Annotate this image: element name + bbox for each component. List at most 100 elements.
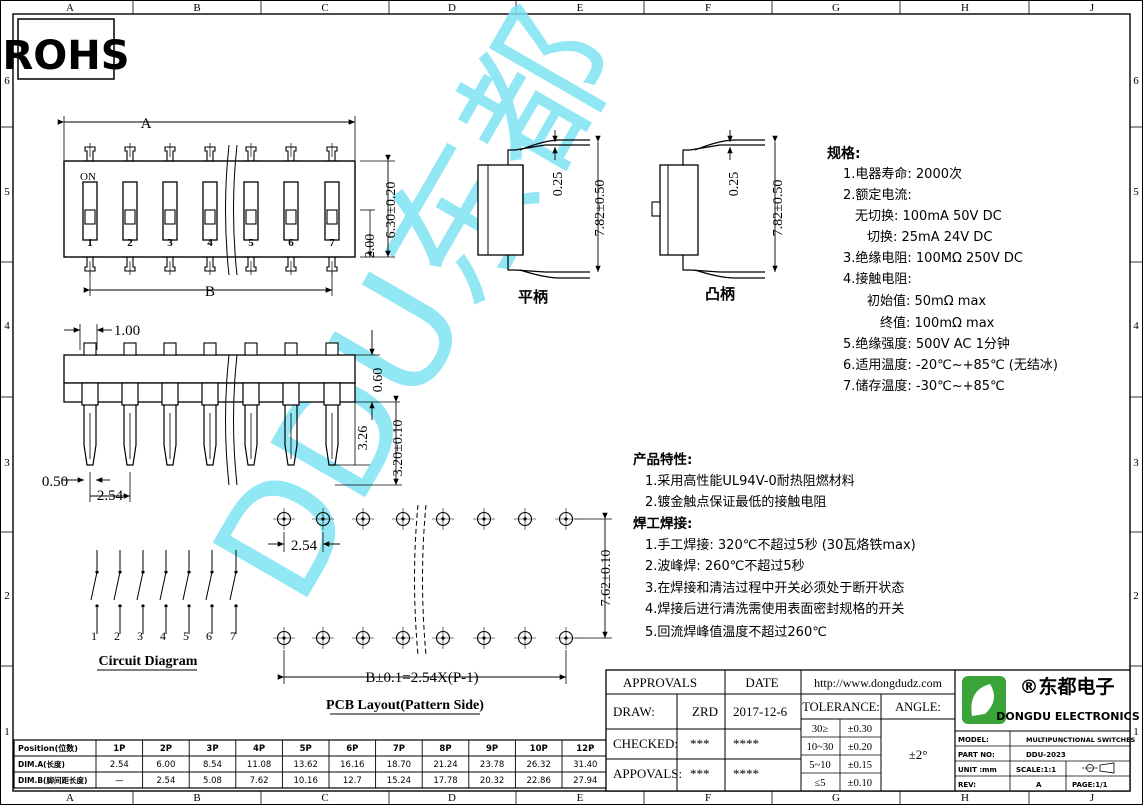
zone-row-label-left: 5	[4, 186, 10, 198]
zone-col-label-top: J	[1090, 2, 1095, 14]
solder-line: 4.焊接后进行清洗需使用表面密封规格的开关	[645, 601, 904, 617]
actuator-cap	[83, 342, 97, 356]
solder-title: 焊工焊接:	[633, 515, 692, 532]
table-cell: 10.16	[294, 776, 318, 786]
tb-rev-value: A	[1036, 781, 1042, 789]
table-header-cell: 3P	[206, 744, 218, 754]
rohs-mark: ROHS	[2, 33, 129, 79]
switch-slot	[202, 181, 218, 241]
spec-line: 7.储存温度: -30℃~+85℃	[843, 378, 1005, 394]
table-header-cell: 9P	[486, 744, 498, 754]
table-cell: 2.54	[110, 760, 129, 770]
flat-handle-view: 0.25 7.82±0.50 平柄	[477, 130, 608, 306]
switch-slot	[162, 181, 178, 241]
flat-dim-025: 0.25	[551, 172, 566, 197]
tb-angle: ANGLE:	[895, 700, 941, 714]
flat-dim-782: 7.82±0.50	[593, 180, 608, 237]
tb-tolerance: TOLERANCE:	[802, 700, 880, 714]
tb-url: http://www.dongdudz.com	[814, 676, 943, 690]
zone-col-label-top: E	[577, 2, 584, 14]
zone-col-label-bottom: C	[321, 792, 328, 804]
table-cell: 21.24	[433, 760, 457, 770]
tolerance-value: ±0.15	[848, 760, 872, 771]
tb-scale: SCALE:1:1	[1016, 766, 1056, 774]
dim-a-label: A	[141, 116, 152, 132]
tb-checked-label: CHECKED:	[613, 736, 678, 751]
tb-rev-label: REV:	[958, 781, 976, 789]
table-cell: 12.7	[343, 776, 362, 786]
features-title: 产品特性:	[633, 451, 692, 468]
zone-col-label-top: C	[321, 2, 328, 14]
table-cell: 5.08	[203, 776, 222, 786]
circuit-number: 1	[91, 629, 97, 643]
tb-part-label: PART NO:	[958, 751, 995, 759]
switch-number: 6	[288, 237, 294, 249]
table-cell: 11.08	[247, 760, 271, 770]
circuit-number: 5	[183, 629, 189, 643]
dim-height-label: 6.30±0.20	[384, 182, 399, 239]
table-cell: 31.40	[573, 760, 597, 770]
raised-handle-view: 0.25 7.82±0.50 凸柄	[651, 130, 786, 303]
zone-row-label-right: 3	[1133, 457, 1139, 469]
zone-col-label-bottom: A	[66, 792, 74, 804]
zone-col-label-bottom: H	[961, 792, 969, 804]
raised-dim-025: 0.25	[727, 172, 742, 197]
zone-row-label-right: 1	[1133, 726, 1139, 738]
zone-col-label-top: A	[66, 2, 74, 14]
raised-dim-782: 7.82±0.50	[771, 180, 786, 237]
specs-title: 规格:	[827, 145, 861, 162]
table-header-cell: 6P	[346, 744, 358, 754]
actuator-cap	[123, 342, 137, 356]
spec-line: 无切换: 100mA 50V DC	[855, 209, 1002, 224]
table-header-cell: 7P	[393, 744, 405, 754]
table-cell: 13.62	[294, 760, 318, 770]
table-cell: —	[115, 776, 124, 786]
tb-unit: UNIT :mm	[958, 766, 997, 774]
dim-b-label: B	[205, 284, 215, 300]
spec-line: 2.额定电流:	[843, 188, 912, 203]
zone-row-label-left: 4	[4, 320, 10, 332]
zone-row-label-right: 2	[1133, 590, 1139, 602]
switch-slot	[122, 181, 138, 241]
table-header-cell: 10P	[530, 744, 548, 754]
dim-060-label: 0.60	[371, 368, 386, 393]
zone-row-label-left: 6	[4, 75, 10, 87]
spec-line: 5.绝缘强度: 500V AC 1分钟	[843, 336, 1010, 352]
zone-row-label-right: 6	[1133, 75, 1139, 87]
table-row-label: DIM.A(长度)	[18, 759, 65, 769]
circuit-number: 6	[206, 629, 212, 643]
table-cell: 27.94	[573, 776, 597, 786]
table-cell: 18.70	[387, 760, 411, 770]
tolerance-value: ±0.10	[848, 778, 872, 789]
zone-col-label-bottom: B	[193, 792, 200, 804]
tolerance-range: 30≥	[812, 724, 829, 735]
table-header-cell: 4P	[253, 744, 265, 754]
tb-draw-date: 2017-12-6	[733, 704, 788, 719]
switch-slot	[283, 181, 299, 241]
table-cell: 20.32	[480, 776, 504, 786]
zone-col-label-top: B	[193, 2, 200, 14]
tolerance-range: 5~10	[809, 760, 830, 771]
tolerance-value: ±0.30	[848, 724, 872, 735]
actuator-cap	[203, 342, 217, 356]
company-name-en: DONGDU ELECTRONICS	[996, 710, 1140, 723]
zone-row-label-right: 5	[1133, 186, 1139, 198]
circuit-number: 4	[160, 629, 166, 643]
tolerance-range: ≤5	[814, 778, 825, 789]
flat-handle-label: 平柄	[518, 288, 548, 306]
tolerance-range: 10~30	[807, 742, 834, 753]
side-view: 1.00 0.60 3.26 3.20±0.10 0.50 2.54	[42, 323, 406, 504]
circuit-number: 2	[114, 629, 120, 643]
projection-symbol-icon	[1082, 762, 1115, 774]
spec-line: 6.适用温度: -20℃~+85℃ (无结冰)	[843, 357, 1058, 373]
zone-col-label-bottom: E	[577, 792, 584, 804]
tb-angle-value: ±2°	[909, 747, 928, 762]
dim-326-label: 3.26	[356, 426, 371, 451]
tb-checked-name: ***	[690, 736, 710, 751]
zone-row-label-left: 3	[4, 457, 10, 469]
